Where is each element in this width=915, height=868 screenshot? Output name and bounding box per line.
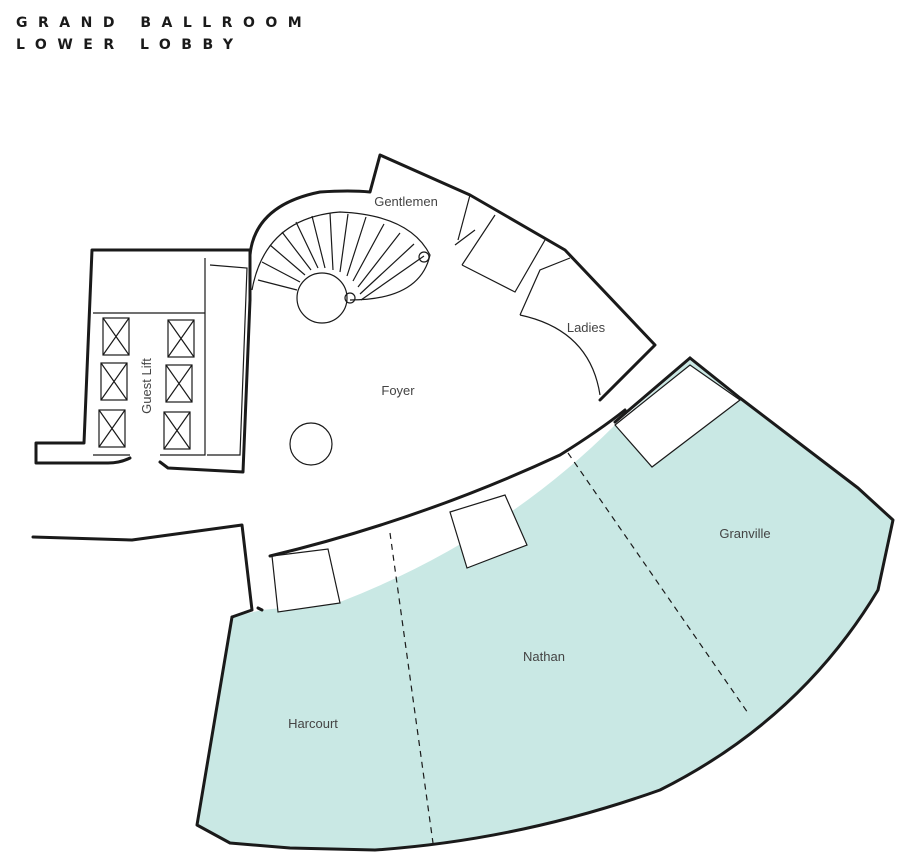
granville-service-room <box>614 364 742 468</box>
label-ladies: Ladies <box>567 320 606 335</box>
title-line-2: LOWER LOBBY <box>16 37 244 53</box>
ballroom-area <box>197 360 893 850</box>
gentlemen-partition <box>454 194 546 293</box>
label-granville: Granville <box>719 526 770 541</box>
label-foyer: Foyer <box>381 383 415 398</box>
ballroom-outer-wall <box>195 356 895 852</box>
harcourt-service-room <box>271 548 341 613</box>
floor-plan-title: GRAND BALLROOM LOWER LOBBY <box>16 12 312 56</box>
nathan-service-room <box>449 494 528 569</box>
label-nathan: Nathan <box>523 649 565 664</box>
partition-nathan-granville <box>567 452 749 714</box>
lobby-west-wall <box>31 523 254 619</box>
granville-corner-wall <box>613 356 692 424</box>
ballroom-foyer-wall <box>256 408 627 612</box>
foyer-column <box>289 422 333 466</box>
label-harcourt: Harcourt <box>288 716 338 731</box>
title-line-1: GRAND BALLROOM <box>16 15 313 31</box>
spiral-staircase <box>251 211 431 324</box>
label-guest-lift: Guest Lift <box>139 358 154 414</box>
label-gentlemen: Gentlemen <box>374 194 438 209</box>
partition-harcourt-nathan <box>389 532 434 844</box>
lift-core <box>93 258 248 456</box>
lift-cars <box>98 317 195 450</box>
ladies-partition <box>519 257 601 396</box>
staircase-wall <box>248 153 657 402</box>
